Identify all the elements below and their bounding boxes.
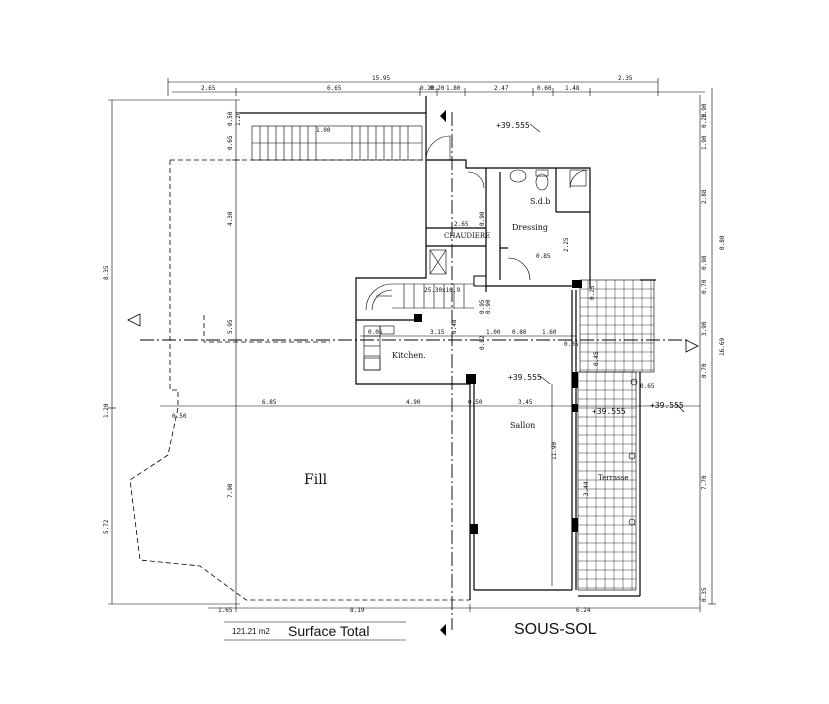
dim-top-8: 1.48 [565,85,580,92]
dim-dress-w: 0.85 [536,253,551,260]
right-dimensions: 1.90 0.20 1.90 2.88 0.98 0.70 3.90 0.70 … [699,88,726,605]
title-block: 121.21 m2 Surface Total SOUS-SOL [224,621,597,641]
dim-mid-v2: 0.82 [479,335,486,350]
stair-top: 1.00 [240,96,427,161]
dim-bottom-1: 8.19 [350,607,365,614]
dim-low-0: 0.50 [172,413,187,420]
dim-low-1: 6.85 [262,399,277,406]
dim-right-v9: 0.35 [701,587,708,602]
dim-top-1: 2.65 [201,85,216,92]
level-markers: +39.555 +39.555 +39.555 +39.555 [496,121,685,416]
dim-top-5: 1.80 [446,85,461,92]
room-labels: Fill CHAUDIERE Dressing S.d.b Kitchen. S… [304,197,628,488]
dim-low-3: 0.50 [468,399,483,406]
dim-left-v4: 5.95 [227,319,234,334]
dim-top-2: 6.65 [327,85,342,92]
section-marker-right-icon [685,339,699,353]
dim-right-v3: 2.88 [701,189,708,204]
room-fill-label: Fill [304,472,328,488]
dim-chaud-h: 0.90 [479,211,486,226]
level-right: +39.555 [592,407,626,416]
dim-small-b: 0.25 [589,285,596,300]
dim-left-v5: 1.20 [235,111,242,126]
dim-low-2: 4.90 [406,399,421,406]
dim-top-3: 0.20 [420,85,435,92]
dim-top-4: 0.20 [430,85,445,92]
walls [355,135,591,600]
dim-right-v6: 3.90 [701,321,708,336]
bathroom-fixtures [509,169,587,191]
surface-label: Surface Total [288,623,369,639]
dim-small-c: 0.45 [593,351,600,366]
dim-left-v2: 0.65 [227,135,234,150]
dim-right-v1: 0.20 [701,113,708,128]
dim-top-right: 2.35 [618,75,633,82]
dim-mid-1: 3.15 [430,329,445,336]
dim-left-v1: 1.20 [103,403,110,418]
dim-right-v5: 0.70 [701,279,708,294]
terrace-tiling [577,279,656,597]
interior-dimensions: 0.05 3.15 0.48 1.00 0.80 1.60 0.95 0.90 … [160,211,700,586]
boiler-cabinet [429,249,447,275]
section-marker-top-icon [440,110,446,122]
dim-right-v2: 1.90 [701,135,708,150]
dim-mid-5: 1.60 [542,329,557,336]
dim-mid-2: 0.48 [451,319,458,334]
room-terrasse-label: Terrasse [598,474,628,482]
dim-left-v6: 7.90 [227,483,234,498]
dim-bottom-2: 6.24 [576,607,591,614]
dim-left-outer: 8.35 [103,265,110,280]
dim-left-v3: 4.30 [227,211,234,226]
dim-right-v4: 0.98 [701,255,708,270]
level-center: +39.555 [508,373,542,382]
dim-small-d: 0.65 [640,383,655,390]
room-kitchen-label: Kitchen. [392,351,426,360]
level-terrace: +39.555 [650,401,684,410]
stair-mid: 25.30x16.9 [365,283,474,311]
dim-top-total: 15.95 [372,75,390,82]
top-dimensions: 15.95 2.35 2.65 6.65 0.20 0.20 1.80 2.47… [167,75,705,96]
room-chaudiere-label: CHAUDIERE [444,232,490,240]
dim-left-v7: 5.72 [103,519,110,534]
dim-small-e: 3.44 [583,481,590,496]
bottom-dimensions: 1.65 8.19 6.24 [208,596,701,614]
section-marker-left-icon [127,313,141,327]
dim-left-v0: 0.50 [227,111,234,126]
surface-value: 121.21 m2 [232,627,270,636]
left-dimensions: 8.35 1.20 5.72 0.50 0.65 4.30 5.95 7.90 … [103,99,242,605]
dim-mid-0: 0.05 [368,329,383,336]
dim-chaud-w: 2.65 [454,221,469,228]
dim-mid-4: 0.80 [512,329,527,336]
dim-right-outer: 16.69 [719,338,726,356]
room-sdb-label: S.d.b [530,197,551,206]
dim-stair-top: 1.00 [316,127,331,134]
room-dressing-label: Dressing [512,223,548,232]
dim-mid-3: 1.00 [486,329,501,336]
fill-zone [129,159,470,601]
dim-stair-mid: 25.30x16.9 [424,287,461,294]
dim-dress-h: 2.25 [563,237,570,252]
dim-low-4: 3.45 [518,399,533,406]
dim-mid-v1: 0.90 [485,299,492,314]
dim-top-6: 2.47 [494,85,509,92]
dim-right-v0: 1.90 [701,103,708,118]
dim-right-mid: 0.80 [719,235,726,250]
section-marker-bottom-icon [440,624,446,636]
dim-sallon-h: 11.90 [551,442,558,460]
dim-right-v7: 0.70 [701,363,708,378]
drawing-title: SOUS-SOL [514,621,597,638]
dim-right-v8: 7.70 [701,475,708,490]
dim-bottom-0: 1.65 [218,607,233,614]
dim-top-7: 0.60 [537,85,552,92]
level-top: +39.555 [496,121,530,130]
dim-small-a: 0.05 [564,341,579,348]
room-sallon-label: Sallon [510,421,535,430]
dim-mid-v0: 0.95 [479,299,486,314]
section-axes [127,110,699,636]
